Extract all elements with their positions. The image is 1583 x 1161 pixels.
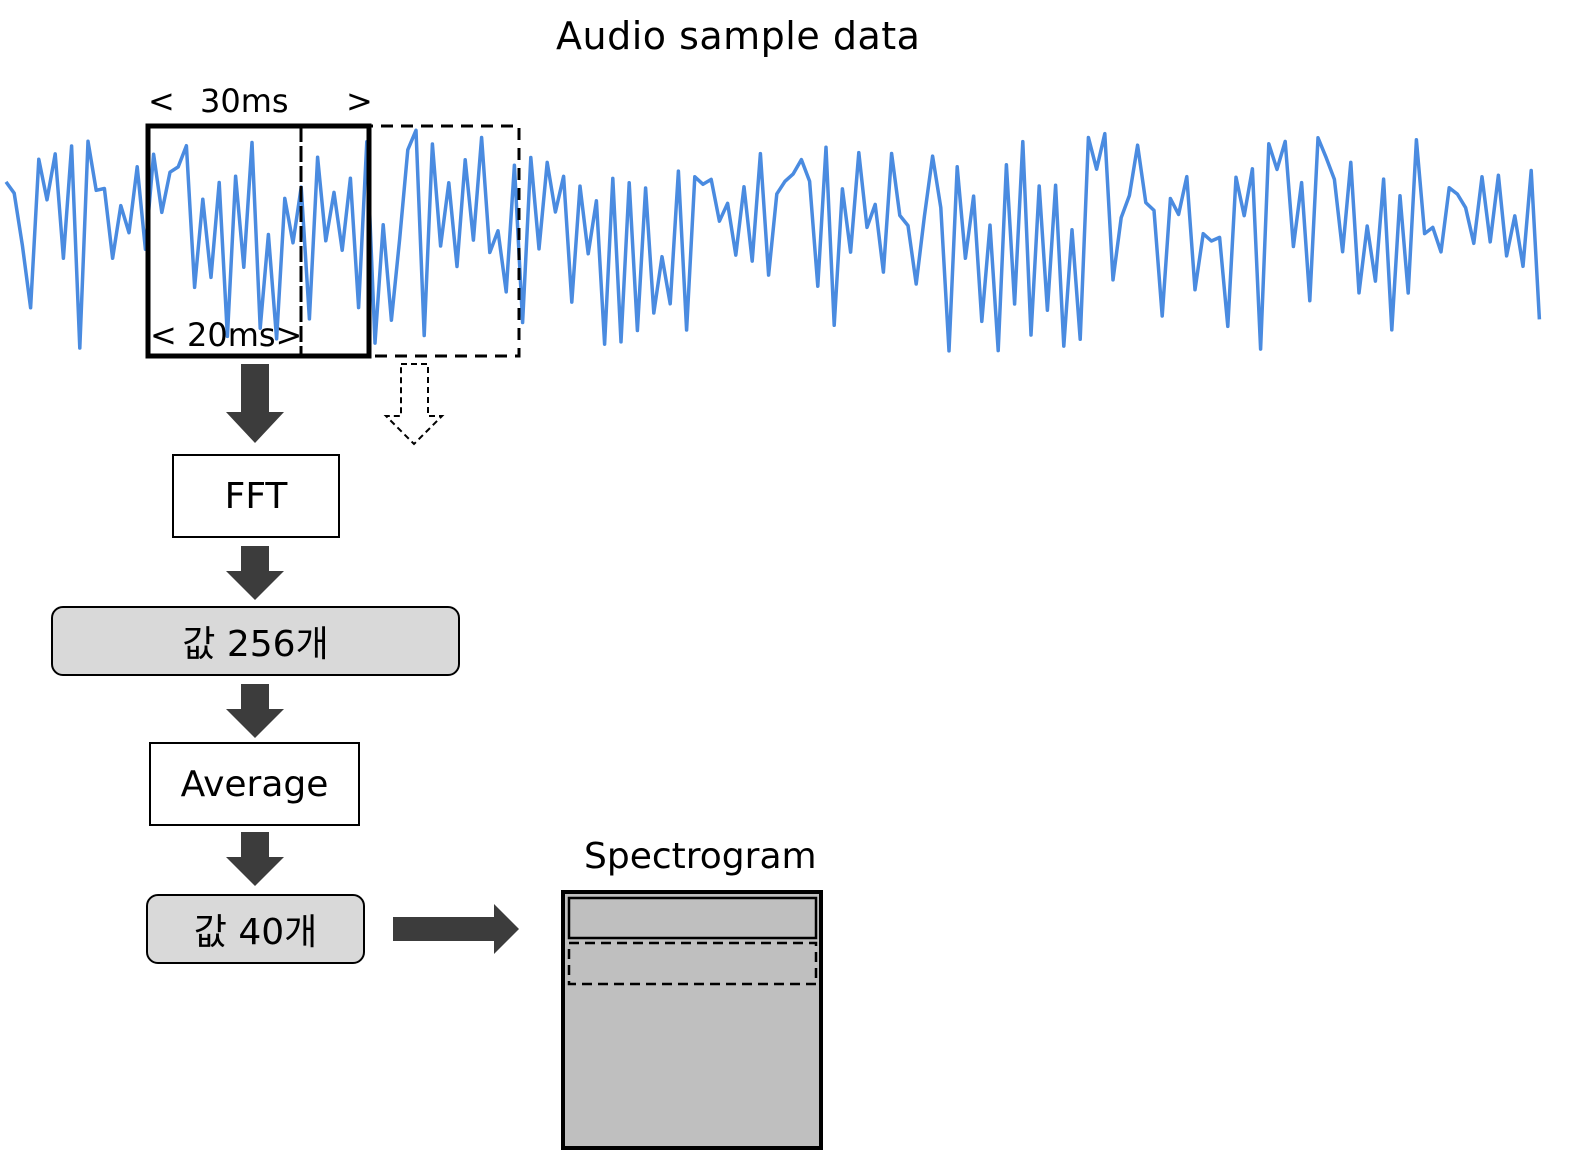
fft-box: FFT [172, 454, 340, 538]
spectrogram-current-row [567, 896, 818, 940]
frame-length-value: 30ms [200, 82, 289, 120]
spectrogram-label: Spectrogram [584, 836, 817, 877]
arrow-values256-to-average [226, 684, 284, 738]
arrow-next-frame [383, 363, 445, 446]
arrow-frame-to-fft [226, 364, 284, 443]
frame-label-close: > [346, 82, 373, 120]
arrow-average-to-values40 [226, 832, 284, 886]
values-256-box: 값 256개 [51, 606, 460, 676]
arrow-fft-to-values256 [226, 546, 284, 600]
values-40-label: 값 40개 [193, 912, 318, 953]
arrow-values40-to-spectrogram [393, 904, 519, 954]
values-256-label: 값 256개 [182, 624, 329, 665]
fft-label: FFT [224, 475, 288, 517]
current-frame-window [145, 123, 372, 359]
average-box: Average [149, 742, 360, 826]
values-40-box: 값 40개 [146, 894, 365, 964]
frame-label-open: < [148, 82, 175, 120]
average-label: Average [180, 763, 329, 805]
diagram-title: Audio sample data [556, 14, 921, 58]
hop-length-label: < 20ms> [150, 316, 303, 354]
audio-waveform [4, 128, 1542, 353]
next-frame-window [299, 124, 521, 358]
